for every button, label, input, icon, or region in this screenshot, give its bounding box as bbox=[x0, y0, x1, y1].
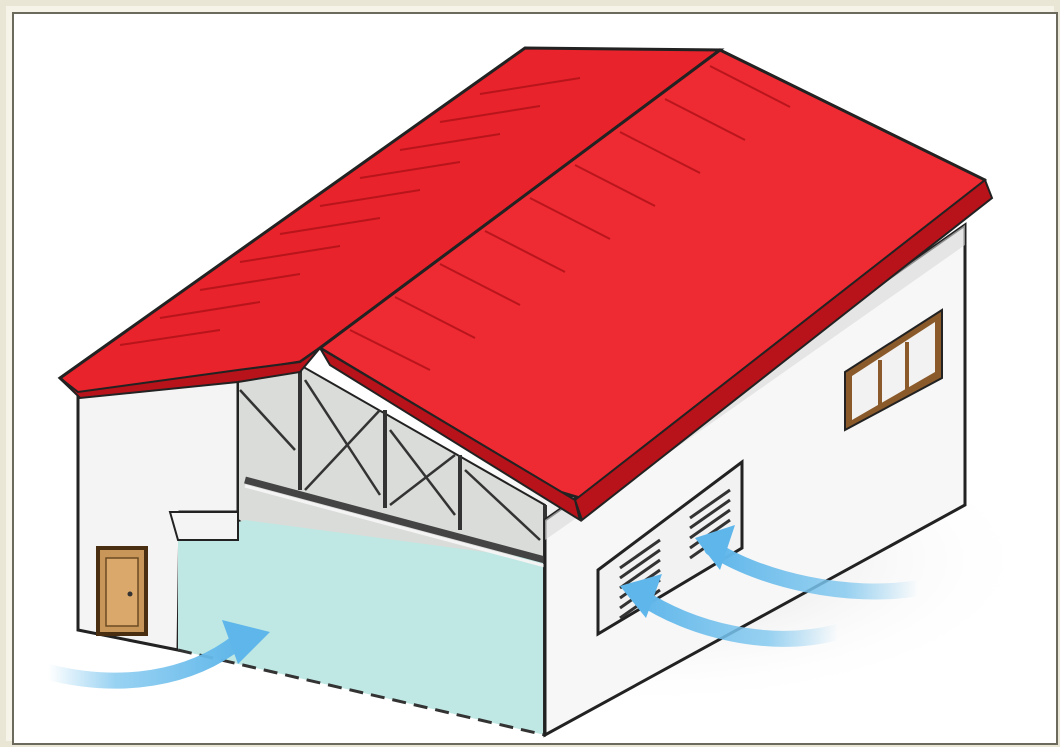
left-wall-step bbox=[170, 512, 238, 540]
door-icon bbox=[98, 548, 146, 634]
